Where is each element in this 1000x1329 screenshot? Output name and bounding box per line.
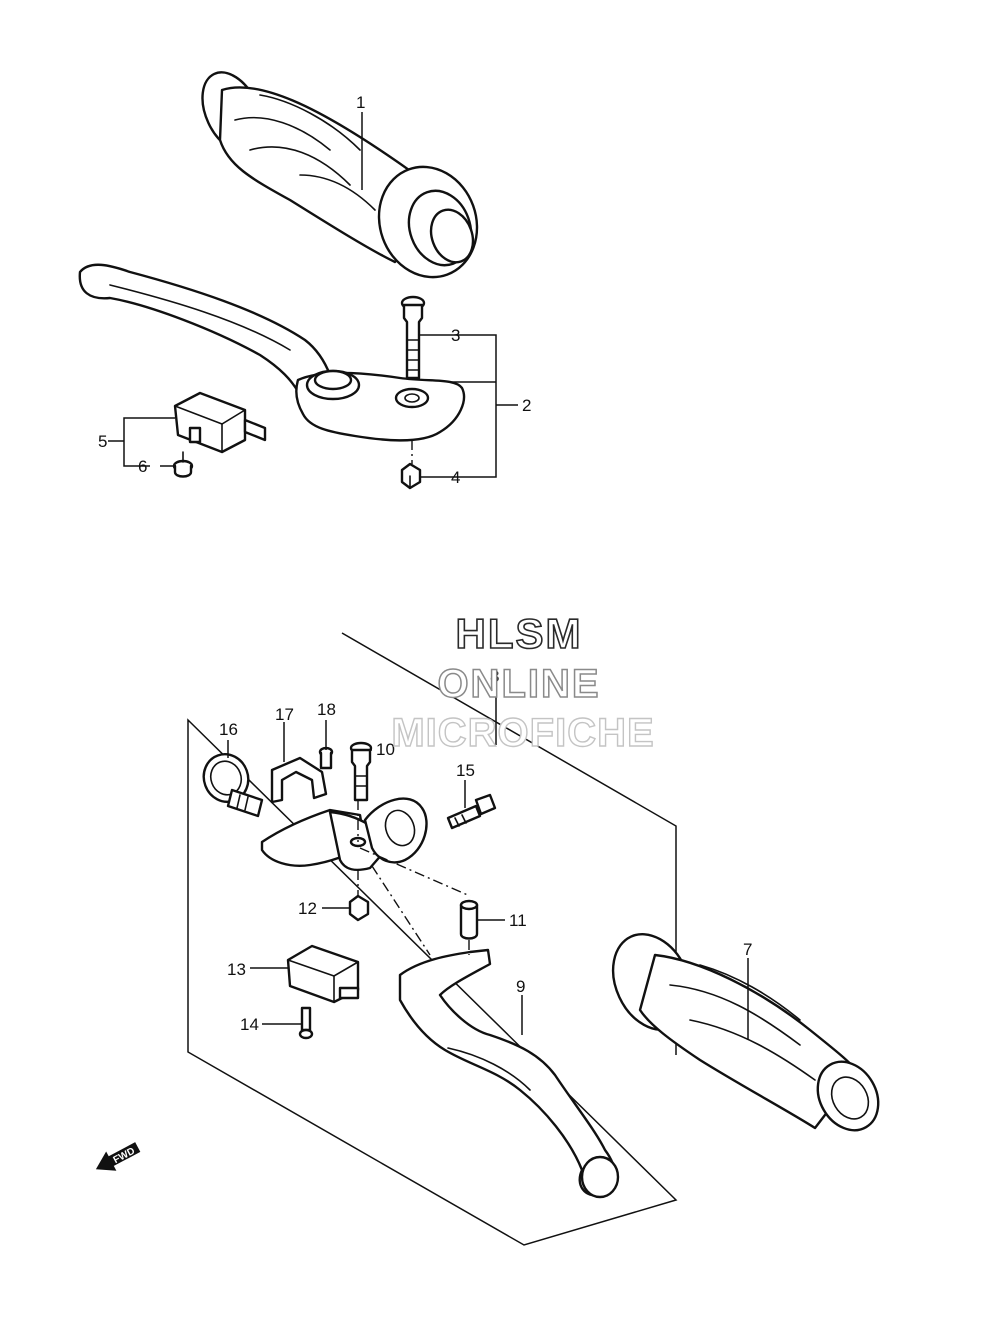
callout-6: 6 bbox=[138, 457, 147, 476]
small-screw-18 bbox=[318, 746, 334, 770]
callout-16: 16 bbox=[219, 720, 238, 739]
nut-upper bbox=[400, 440, 422, 490]
bracket-clip bbox=[270, 756, 328, 804]
callout-17: 17 bbox=[275, 705, 294, 724]
switch-upper bbox=[173, 391, 267, 454]
callout-13: 13 bbox=[227, 960, 246, 979]
callout-7: 7 bbox=[743, 940, 752, 959]
callout-5: 5 bbox=[98, 432, 107, 451]
leader-lines bbox=[108, 112, 749, 1040]
callout-8: 8 bbox=[490, 667, 499, 686]
nut-lower bbox=[348, 870, 370, 922]
fwd-label: FWD bbox=[112, 1146, 137, 1166]
callout-4: 4 bbox=[451, 468, 460, 487]
switch-lower bbox=[286, 944, 360, 1004]
pivot-bolt-lower bbox=[349, 741, 373, 802]
bolt-15 bbox=[446, 793, 497, 830]
watermark-line-1: HLSM bbox=[456, 610, 583, 657]
callout-2: 2 bbox=[522, 396, 531, 415]
callout-9: 9 bbox=[516, 977, 525, 996]
callout-10: 10 bbox=[376, 740, 395, 759]
callout-1: 1 bbox=[356, 93, 365, 112]
callout-15: 15 bbox=[456, 761, 475, 780]
pivot-bolt-upper bbox=[400, 295, 426, 380]
callout-12: 12 bbox=[298, 899, 317, 918]
lever-holder bbox=[260, 797, 471, 956]
callout-11: 11 bbox=[509, 911, 527, 930]
callout-14: 14 bbox=[240, 1015, 259, 1034]
watermark-line-3: MICROFICHE bbox=[391, 711, 654, 755]
adjuster-knob bbox=[202, 753, 264, 818]
callout-3: 3 bbox=[451, 326, 460, 345]
left-grip bbox=[201, 71, 479, 279]
watermark-line-2: ONLINE bbox=[437, 662, 600, 706]
screw-lower bbox=[298, 1006, 314, 1040]
bushing bbox=[459, 899, 479, 955]
screw-upper bbox=[172, 451, 194, 478]
lower-lever bbox=[398, 948, 620, 1199]
upper-lever bbox=[78, 263, 466, 442]
callout-18: 18 bbox=[317, 700, 336, 719]
fwd-arrow-icon: FWD bbox=[95, 1142, 141, 1171]
right-grip bbox=[611, 932, 880, 1132]
